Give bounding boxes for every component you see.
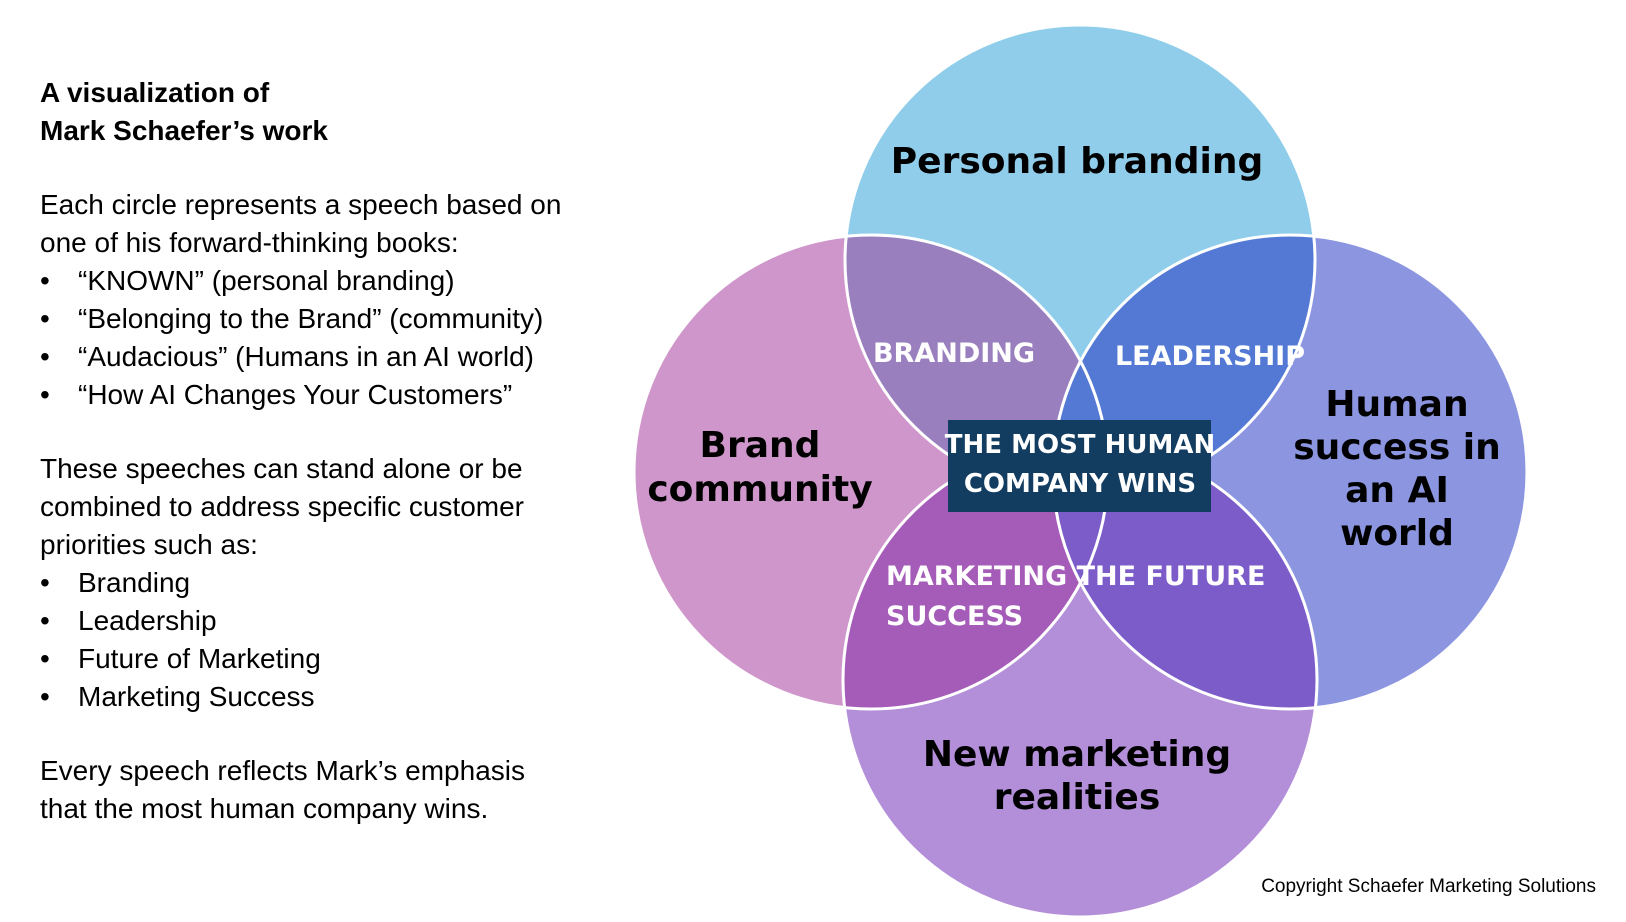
priority-item-future: Future of Marketing [40,640,640,678]
description-panel: A visualization of Mark Schaefer’s work … [40,74,640,828]
closing-line-2: that the most human company wins. [40,793,489,824]
combine-line-3: priorities such as: [40,529,258,560]
combine-line-1: These speeches can stand alone or be [40,453,523,484]
center-label-line-1: THE MOST HUMAN [945,430,1215,460]
priorities-list: Branding Leadership Future of Marketing … [40,564,640,716]
intro-line-1: Each circle represents a speech based on [40,189,562,220]
book-item-known: “KNOWN” (personal branding) [40,262,640,300]
label-human-success-line-2: success in [1293,427,1501,468]
combine-line-2: combined to address specific customer [40,491,524,522]
label-new-marketing-line-1: New marketing [923,734,1231,775]
label-brand-community-line-1: Brand [700,425,821,466]
heading-line-2: Mark Schaefer’s work [40,115,328,146]
priority-item-branding: Branding [40,564,640,602]
label-brand-community-line-2: community [647,469,872,510]
book-item-audacious: “Audacious” (Humans in an AI world) [40,338,640,376]
intro-line-2: one of his forward-thinking books: [40,227,459,258]
book-item-ai-customers: “How AI Changes Your Customers” [40,376,640,414]
label-new-marketing-line-2: realities [994,777,1161,818]
label-human-success-line-4: world [1340,513,1454,554]
priority-item-success: Marketing Success [40,678,640,716]
label-human-success-line-3: an AI [1345,470,1449,511]
heading-line-1: A visualization of [40,77,270,108]
label-human-success-line-1: Human [1325,384,1468,425]
priority-item-leadership: Leadership [40,602,640,640]
overlap-label-branding: BRANDING [873,338,1035,369]
books-list: “KNOWN” (personal branding) “Belonging t… [40,262,640,414]
center-box [948,420,1211,512]
overlap-label-marketing-success-line-2: SUCCESS [886,601,1023,632]
closing-line-1: Every speech reflects Mark’s emphasis [40,755,525,786]
copyright-notice: Copyright Schaefer Marketing Solutions [1261,876,1596,897]
book-item-belonging: “Belonging to the Brand” (community) [40,300,640,338]
overlap-label-leadership: LEADERSHIP [1115,341,1305,372]
center-label-line-2: COMPANY WINS [964,469,1196,499]
overlap-label-marketing-success-line-1: MARKETING [886,561,1067,592]
label-personal-branding: Personal branding [891,141,1263,182]
overlap-label-the-future: THE FUTURE [1077,561,1266,592]
